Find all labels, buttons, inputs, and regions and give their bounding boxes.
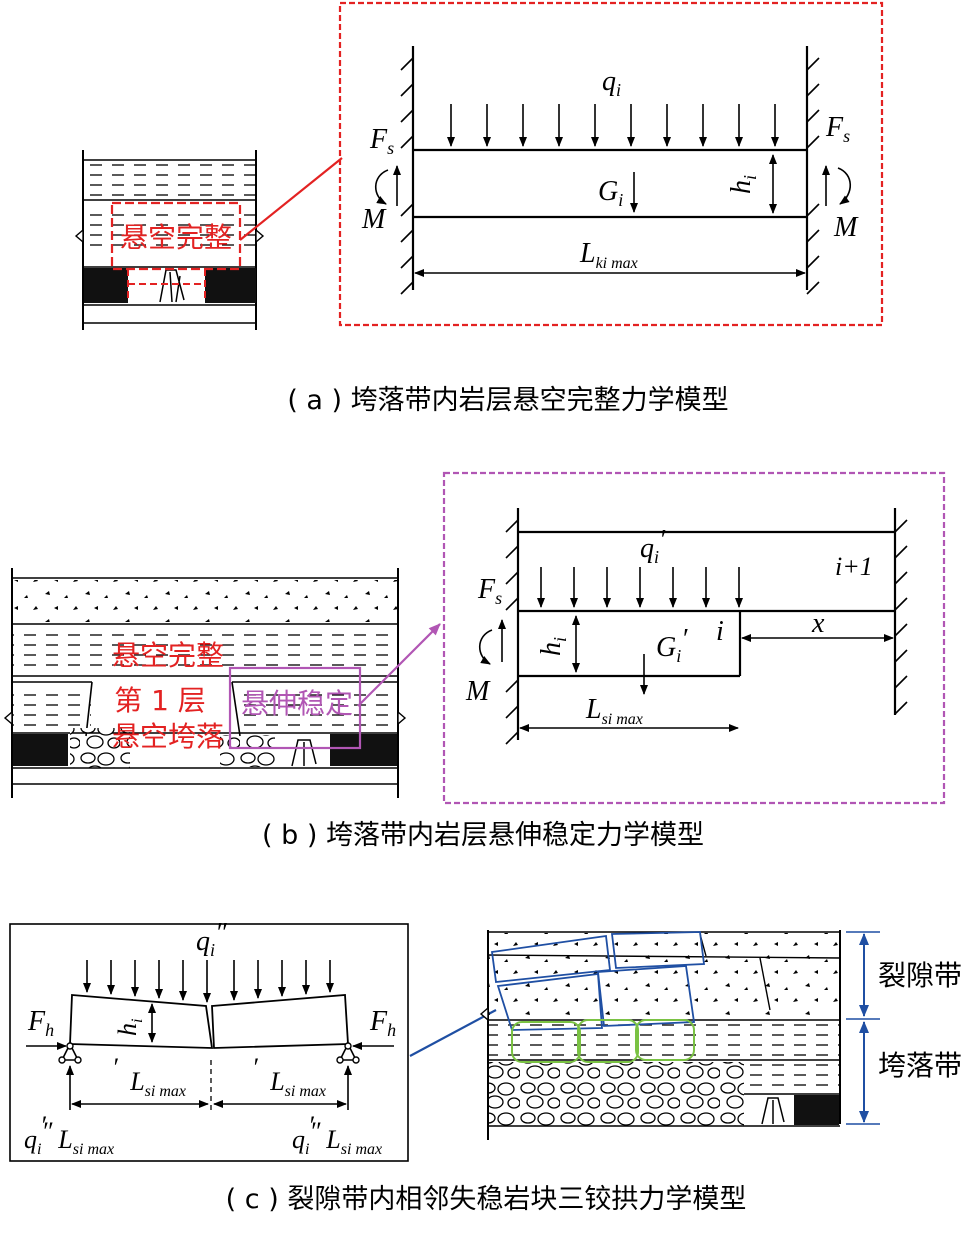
panel-b-mechanical-model: qi′ i+1 i hi Gi′ x Lsi max Fs M xyxy=(465,508,908,745)
left-rock-block xyxy=(69,994,214,1049)
fractured-block-outlines xyxy=(490,931,706,1031)
right-Fs-label: Fs xyxy=(825,112,850,146)
right-moment-arrow xyxy=(837,167,852,205)
panel-c: qi″ hi Fh Fh xyxy=(9,918,962,1215)
panel-b-zoom-connector xyxy=(357,623,441,707)
right-wall-hatch xyxy=(806,57,820,295)
gap-x-label: x xyxy=(811,608,825,639)
panel-a-strata-sketch: 悬空完整 xyxy=(74,150,265,330)
right-wall-hatch xyxy=(894,519,908,715)
layer-i-label: i xyxy=(716,616,724,647)
panel-c-three-hinge-arch: qi″ hi Fh Fh xyxy=(24,918,396,1158)
right-reaction-label: qi″Lsi max′ xyxy=(292,1111,382,1158)
left-M-label: M xyxy=(465,676,491,707)
panel-c-strata-section: 裂隙带 垮落带 xyxy=(479,930,962,1140)
panel-b-label-collapse: 悬空垮落 xyxy=(112,720,224,753)
panel-a-zoom-connector xyxy=(239,157,343,241)
left-Fh-label: Fh xyxy=(27,1006,54,1040)
right-rock-block xyxy=(211,994,349,1049)
left-Fs-label: Fs xyxy=(369,124,394,158)
panel-b-label-layer1: 第 1 层 xyxy=(114,684,206,717)
span-L-label: Lsi max xyxy=(585,694,643,728)
distributed-load-arrows xyxy=(537,567,743,608)
panel-b-strata-sketch: 悬空完整 第 1 层 悬空垮落 悬伸稳定 xyxy=(3,568,407,798)
arch-block-outlines xyxy=(511,1019,695,1063)
right-M-label: M xyxy=(833,212,859,243)
panel-c-zoom-connector xyxy=(409,1009,497,1057)
panel-b-label-cantilever: 悬伸稳定 xyxy=(241,687,353,720)
right-hinge-support xyxy=(336,1042,360,1064)
panel-a-caption: ( a ) 垮落带内岩层悬空完整力学模型 xyxy=(287,385,728,416)
left-M-label: M xyxy=(361,204,387,235)
load-q-label: qi″ xyxy=(196,918,227,960)
distributed-load-arrows xyxy=(447,104,779,147)
left-wall-hatch xyxy=(505,519,519,745)
left-Fs-label: Fs xyxy=(477,574,502,608)
fracture-zone-label: 裂隙带 xyxy=(878,959,962,992)
load-q-label: qi′ xyxy=(640,525,666,567)
panel-b: 悬空完整 第 1 层 悬空垮落 悬伸稳定 xyxy=(3,471,946,851)
panel-a-zoom-frame xyxy=(338,1,884,327)
panel-a-mechanical-model: qi Gi hi Lki max Fs M Fs M xyxy=(361,46,859,295)
left-moment-arrow xyxy=(374,169,389,205)
span-L-label: Lki max xyxy=(579,238,638,272)
weight-G-label: Gi xyxy=(598,176,623,210)
panel-a-sketch-label: 悬空完整 xyxy=(120,221,232,254)
left-wall-hatch xyxy=(400,57,414,295)
panel-b-highlight-box xyxy=(228,666,362,750)
panel-b-caption: ( b ) 垮落带内岩层悬伸稳定力学模型 xyxy=(262,820,704,851)
thickness-h-label: hi xyxy=(536,637,570,656)
distributed-load-arrows xyxy=(83,960,334,1003)
panel-b-zoom-frame xyxy=(442,471,946,805)
left-hinge-support xyxy=(58,1042,82,1064)
right-Fh-label: Fh xyxy=(369,1006,396,1040)
layer-i-plus-1-label: i+1 xyxy=(835,552,873,581)
left-span-label: Lsi max′ xyxy=(112,1053,186,1100)
panel-c-caption: ( c ) 裂隙带内相邻失稳岩块三铰拱力学模型 xyxy=(226,1184,747,1215)
left-reaction-label: qi″Lsi max′ xyxy=(24,1111,114,1158)
panel-c-model-frame xyxy=(9,923,409,1162)
right-span-label: Lsi max′ xyxy=(252,1053,326,1100)
panel-a: 悬空完整 xyxy=(74,1,884,416)
caving-zone-label: 垮落带 xyxy=(878,1049,962,1082)
weight-G-label: Gi′ xyxy=(656,624,688,666)
thickness-h-label: hi xyxy=(726,175,760,194)
thickness-h-label: hi xyxy=(113,1019,146,1036)
left-moment-arrow xyxy=(478,629,493,665)
load-q-label: qi xyxy=(602,66,621,100)
panel-b-label-intact: 悬空完整 xyxy=(112,639,224,672)
